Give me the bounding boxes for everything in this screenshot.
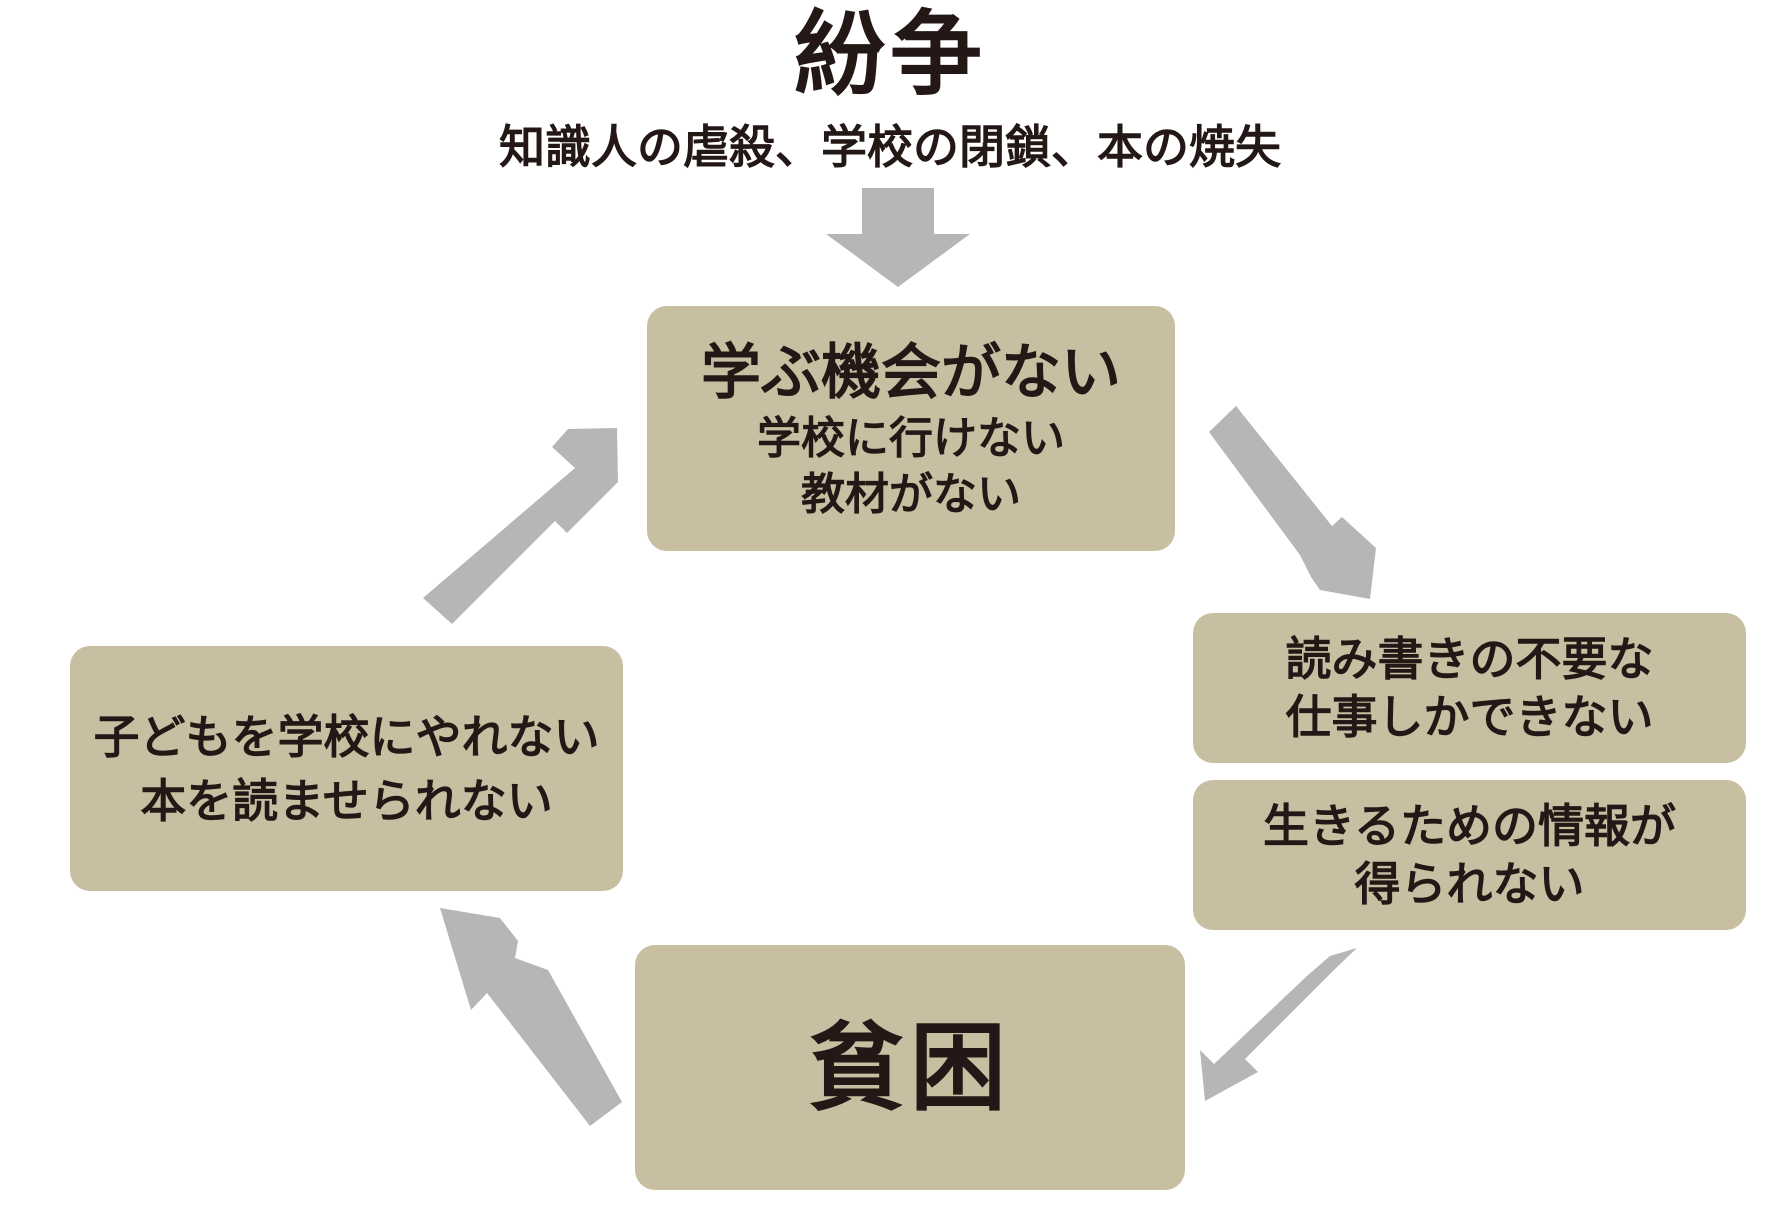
box-learn-heading: 学ぶ機会がない xyxy=(701,337,1121,408)
arrow-up-left-icon xyxy=(440,908,622,1126)
box-child-line: 本を読ませられない xyxy=(140,773,553,828)
box-job-line: 読み書きの不要な xyxy=(1285,632,1654,686)
box-child-line: 子どもを学校にやれない xyxy=(93,709,600,764)
arrow-up-right-icon xyxy=(423,428,618,624)
diagram-subtitle: 知識人の虐殺、学校の閉鎖、本の焼失 xyxy=(499,120,1281,174)
box-learn-line: 教材がない xyxy=(801,468,1021,520)
diagram-title: 紛争 xyxy=(793,1,986,108)
box-learn-line: 学校に行けない xyxy=(757,412,1065,464)
arrow-down-right-icon xyxy=(1209,406,1376,599)
box-poverty: 貧困 xyxy=(635,945,1185,1190)
box-no-information: 生きるための情報が 得られない xyxy=(1193,780,1746,930)
arrow-down-icon xyxy=(826,188,970,287)
box-unskilled-work: 読み書きの不要な 仕事しかできない xyxy=(1193,613,1746,763)
box-info-line: 生きるための情報が xyxy=(1262,799,1677,853)
box-poverty-heading: 貧困 xyxy=(808,1011,1012,1124)
box-job-line: 仕事しかできない xyxy=(1285,690,1654,744)
arrow-down-left-icon xyxy=(1200,948,1357,1101)
box-info-line: 得られない xyxy=(1354,857,1585,911)
box-cannot-send-children: 子どもを学校にやれない 本を読ませられない xyxy=(70,646,623,891)
box-no-learning-opportunity: 学ぶ機会がない 学校に行けない 教材がない xyxy=(647,306,1175,551)
